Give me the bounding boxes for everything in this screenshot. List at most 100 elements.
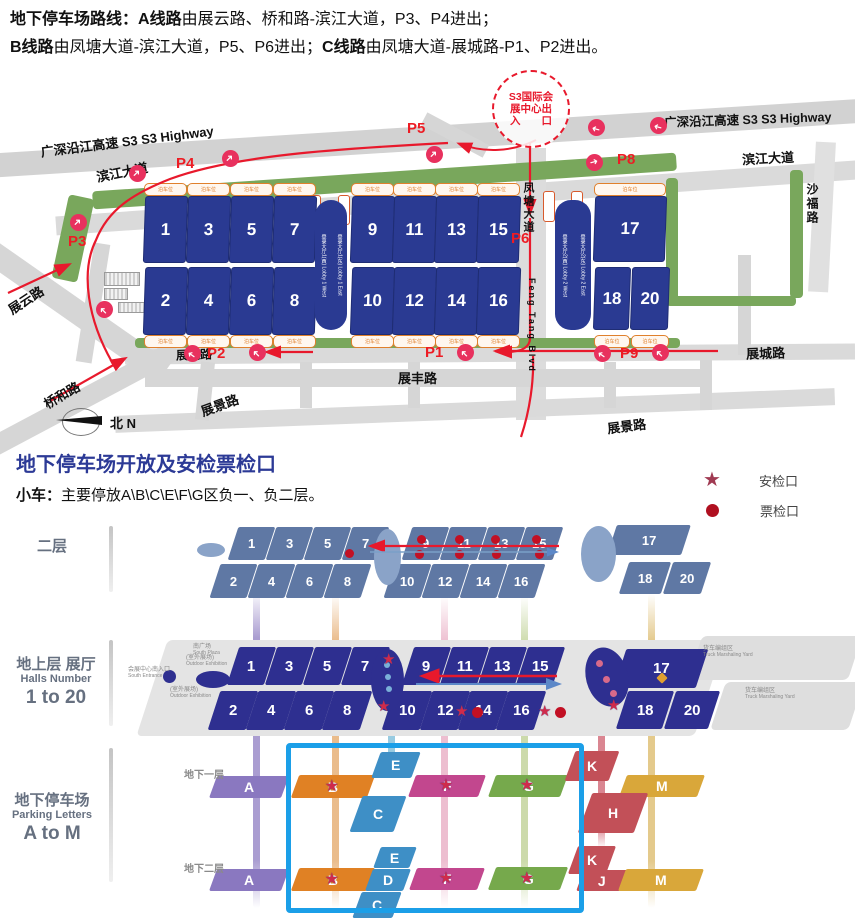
ground-hall-number: 9: [422, 657, 431, 675]
parking-strip-text: 泊车位: [286, 339, 302, 345]
ticket-check-dot: [472, 707, 483, 718]
parking-strip: 泊车位: [594, 183, 666, 196]
parking-strip-text: 泊车位: [157, 339, 173, 345]
route-arrow-icon: ➜: [650, 117, 667, 134]
parking-strip-text: 泊车位: [286, 187, 302, 193]
hall-17: 17: [592, 196, 668, 262]
map-annotation: (室外展场)Outdoor Exhibition: [186, 655, 227, 667]
parking-title: 地下停车场: [14, 792, 90, 809]
route-text-segment: 由凤塘大道-滨江大道，P5、P6进出；: [53, 39, 323, 56]
road-label: 凤塘大道: [522, 182, 534, 234]
route-text-segment: 地下停车场路线：: [10, 11, 139, 28]
annotation-cn: 南广场: [193, 644, 212, 650]
hall-3: 3: [185, 196, 232, 263]
hall-16: 16: [475, 267, 522, 335]
s3-gate-callout: S3国际会展中心出入 口: [492, 70, 570, 148]
ground-hall-number: 2: [228, 702, 238, 719]
label-b1: 地下一层: [184, 770, 224, 781]
floor2-hall-number: 3: [285, 536, 294, 551]
parking-letter: H: [607, 805, 619, 821]
annotation-cn: 货车编组区: [745, 688, 776, 694]
hall-6: 6: [228, 267, 275, 335]
route-text-segment: C线路: [322, 39, 366, 56]
legend-security: ★ 安检口: [703, 470, 798, 490]
annotation-cn: (室外展场): [186, 655, 214, 661]
parking-strip-text: 泊车位: [448, 187, 464, 193]
parking-letter: A: [243, 872, 255, 888]
highlight-box: [286, 743, 584, 913]
connector-line: [253, 590, 260, 908]
arrow-glyph: ➜: [250, 345, 264, 360]
parking-strip-text: 泊车位: [642, 339, 658, 345]
annotation-en: Truck Marshaling Yard: [703, 651, 753, 658]
floor2-hall-number: 17: [641, 532, 657, 548]
ticket-dot-icon: [706, 504, 719, 517]
ground-sub: Halls Number: [20, 673, 92, 685]
lobby-label: 登录大厅1(西) Lobby 1 West: [320, 233, 327, 297]
lobby-2-east: 登录大厅2(东) Lobby 2 East: [573, 200, 591, 330]
lobby1-dot: [386, 686, 392, 692]
side-road: [408, 362, 420, 408]
p-label-p8: P8: [617, 151, 636, 168]
arrow-glyph: ➜: [223, 151, 237, 166]
hall-18: 18: [592, 267, 632, 330]
route-arrow-icon: ➜: [652, 344, 669, 361]
route-arrow-icon: ➜: [184, 345, 201, 362]
ground-hall-number: 16: [512, 702, 530, 719]
ground-range: 1 to 20: [25, 687, 87, 708]
lobby2-dot: [603, 676, 610, 683]
parking-strip-text: 泊车位: [406, 187, 422, 193]
annotation-en: South Plaza: [193, 649, 220, 656]
section-note: 小车：主要停放A\B\C\E\F\G区负一、负二层。: [16, 484, 324, 505]
route-arrow-icon: ➜: [222, 150, 239, 167]
level-axis: [109, 640, 113, 726]
security-check-star: ★: [455, 703, 469, 720]
route-arrow-icon: ➜: [594, 345, 611, 362]
security-check-star: ★: [377, 698, 391, 715]
route-arrow-icon: ➜: [70, 214, 87, 231]
parking-strip: 泊车位: [477, 335, 520, 348]
parking-strip-text: 泊车位: [490, 187, 506, 193]
hall-9: 9: [349, 196, 396, 263]
route-arrow-icon: ➜: [426, 146, 443, 163]
p-label-p5: P5: [407, 120, 426, 137]
parking-strip: 泊车位: [435, 183, 478, 196]
parking-letter: M: [656, 778, 668, 794]
connector-line: [388, 698, 395, 776]
level-axis: [109, 526, 113, 592]
ground-hall-number: 1: [247, 657, 256, 675]
parking-strip-text: 泊车位: [200, 339, 216, 345]
ground-hall-number: 10: [398, 702, 416, 719]
ground-hall-number: 12: [436, 702, 454, 719]
lobby2-dot: [596, 660, 603, 667]
annotation-en: Truck Marshaling Yard: [745, 693, 795, 700]
ticket-check-dot: [535, 550, 544, 559]
parking-range: A to M: [23, 823, 81, 844]
parking-strip-text: 泊车位: [448, 339, 464, 345]
p-label-p2: P2: [207, 345, 226, 362]
arrow-glyph: ➜: [71, 215, 85, 230]
ground-hall-number: 15: [532, 657, 549, 675]
arrow-glyph: ➜: [97, 302, 111, 317]
arrow-glyph: ➜: [652, 119, 664, 133]
route-description: 地下停车场路线：A线路由展云路、桥和路-滨江大道，P3、P4进出；B线路由凤塘大…: [10, 6, 850, 62]
compass-label: 北 N: [110, 416, 137, 431]
parking-strip-text: 泊车位: [406, 339, 422, 345]
building-icon: [104, 272, 140, 286]
legend-label: 票检口: [760, 504, 800, 519]
parking-strip-text: 泊车位: [490, 339, 506, 345]
lobby1-dot: [385, 674, 391, 680]
arrow-glyph: ➜: [590, 121, 602, 135]
parking-strip: 泊车位: [187, 183, 230, 196]
route-text-segment: A线路: [138, 11, 182, 28]
ticket-check-dot: [532, 535, 541, 544]
ticket-check-dot: [345, 549, 354, 558]
floor2-hall-number: 7: [361, 536, 370, 551]
section-title: 地下停车场开放及安检票检口: [16, 454, 276, 476]
ground-hall-number: 5: [323, 657, 332, 675]
annotation-en: South Entrance: [128, 672, 163, 679]
parking-strip-text: 泊车位: [200, 187, 216, 193]
